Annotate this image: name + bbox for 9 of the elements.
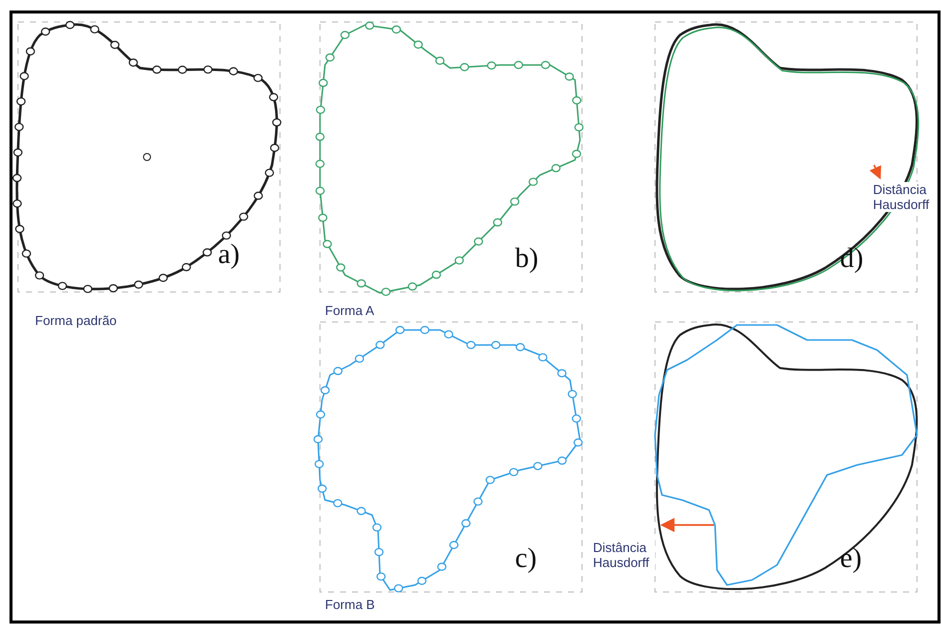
annotation-text: Distância Hausdorff	[593, 540, 655, 570]
caption-text: Forma padrão	[35, 313, 117, 328]
panel-label: a)	[218, 240, 240, 270]
caption-text: Forma A	[325, 303, 374, 318]
panel-label: e)	[840, 544, 862, 574]
panel-label: d)	[840, 244, 864, 274]
panel-label: c)	[515, 544, 537, 574]
caption-text: Forma B	[325, 597, 375, 612]
panel-label: b)	[515, 244, 538, 274]
